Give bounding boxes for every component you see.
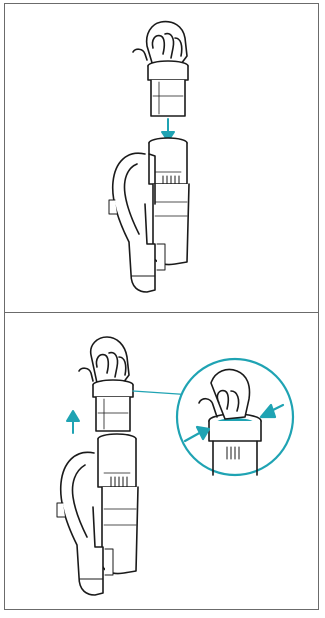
hand-icon bbox=[79, 337, 129, 383]
magnifier-circle-icon bbox=[177, 359, 293, 475]
panel-remove-filter bbox=[5, 313, 318, 609]
insert-filter-illustration bbox=[5, 4, 318, 311]
remove-filter-illustration bbox=[5, 313, 318, 609]
hand-icon bbox=[133, 22, 187, 66]
filter-cartridge-icon bbox=[148, 61, 188, 116]
panel-insert-filter bbox=[5, 4, 318, 311]
filter-cartridge-icon bbox=[93, 380, 133, 431]
arrow-up-icon bbox=[67, 411, 79, 433]
vacuum-icon bbox=[109, 138, 189, 292]
vacuum-icon bbox=[57, 434, 138, 595]
